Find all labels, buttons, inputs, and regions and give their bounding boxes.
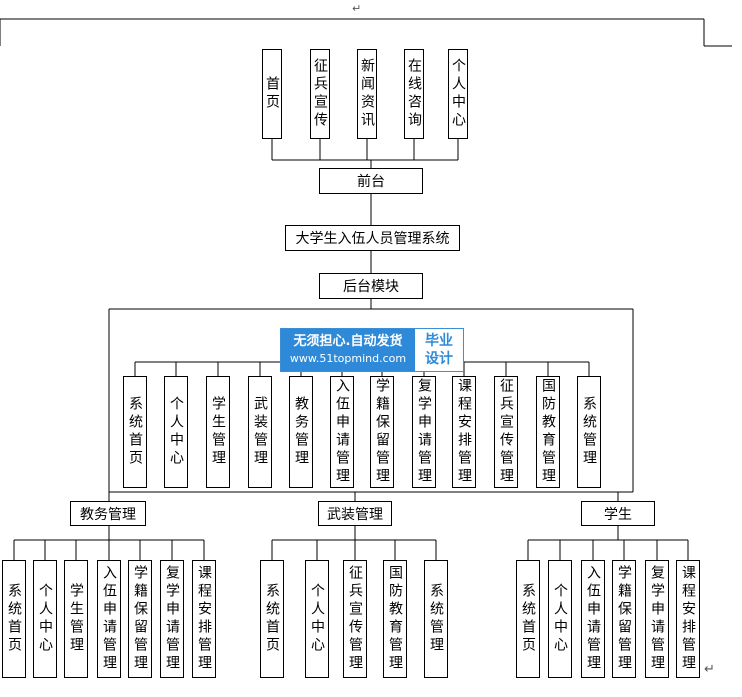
admin-module-box: 个人中心 xyxy=(164,376,188,488)
front-module-box: 征兵宣传 xyxy=(310,49,330,139)
role-module-box: 入伍申请管理 xyxy=(97,560,121,678)
front-module-box-label: 在线咨询 xyxy=(406,58,422,130)
role-module-box: 课程安排管理 xyxy=(192,560,216,678)
role-module-box: 国防教育管理 xyxy=(383,560,407,678)
admin-module-box: 入伍申请管理 xyxy=(330,376,354,488)
role-module-box-label: 课程安排管理 xyxy=(196,565,212,673)
front-module-box: 在线咨询 xyxy=(404,49,424,139)
role-module-box: 学籍保留管理 xyxy=(128,560,152,678)
backend-box-label: 后台模块 xyxy=(343,279,399,295)
watermark-text: 无须担心.自动发货 www.51topmind.com xyxy=(281,329,415,371)
role-module-box: 学生管理 xyxy=(64,560,88,678)
role-module-box: 系统首页 xyxy=(260,560,284,678)
admin-module-box-label: 征兵宣传管理 xyxy=(498,378,514,486)
watermark: 无须担心.自动发货 www.51topmind.com 毕业 设计 xyxy=(280,328,464,372)
front-box: 前台 xyxy=(319,168,423,194)
role-module-box-label: 个人中心 xyxy=(37,583,53,655)
role-module-box: 个人中心 xyxy=(33,560,57,678)
role-module-box-label: 系统首页 xyxy=(264,583,280,655)
front-module-box-label: 新闻资讯 xyxy=(359,58,375,130)
role-module-box: 系统管理 xyxy=(424,560,448,678)
role-module-box-label: 入伍申请管理 xyxy=(101,565,117,673)
role-module-box: 复学申请管理 xyxy=(160,560,184,678)
role-module-box-label: 个人中心 xyxy=(552,583,568,655)
role-module-box: 系统首页 xyxy=(2,560,26,678)
admin-module-box-label: 复学申请管理 xyxy=(416,378,432,486)
admin-module-box: 系统管理 xyxy=(577,376,601,488)
role-module-box-label: 系统管理 xyxy=(428,583,444,655)
admin-module-box-label: 教务管理 xyxy=(293,396,309,468)
admin-module-box-label: 系统首页 xyxy=(127,396,143,468)
admin-module-box-label: 学籍保留管理 xyxy=(374,378,390,486)
admin-module-box: 系统首页 xyxy=(123,376,147,488)
admin-module-box: 国防教育管理 xyxy=(536,376,560,488)
role-module-box: 复学申请管理 xyxy=(645,560,669,678)
role-module-box: 学籍保留管理 xyxy=(612,560,636,678)
paragraph-mark-top: ↵ xyxy=(352,2,362,15)
role-module-box-label: 入伍申请管理 xyxy=(585,565,601,673)
backend-box: 后台模块 xyxy=(319,273,423,299)
role-box: 教务管理 xyxy=(70,501,146,526)
role-module-box: 个人中心 xyxy=(548,560,572,678)
role-module-box-label: 复学申请管理 xyxy=(649,565,665,673)
watermark-badge-line1: 毕业 xyxy=(425,333,453,349)
admin-module-box: 征兵宣传管理 xyxy=(494,376,518,488)
role-module-box-label: 课程安排管理 xyxy=(680,565,696,673)
admin-module-box: 课程安排管理 xyxy=(452,376,476,488)
role-module-box-label: 系统首页 xyxy=(520,583,536,655)
role-box-label: 学生 xyxy=(604,506,632,523)
admin-module-box: 复学申请管理 xyxy=(412,376,436,488)
admin-module-box: 学籍保留管理 xyxy=(370,376,394,488)
front-module-box-label: 征兵宣传 xyxy=(312,58,328,130)
watermark-badge: 毕业 设计 xyxy=(415,329,463,371)
role-module-box-label: 学生管理 xyxy=(68,583,84,655)
role-module-box-label: 学籍保留管理 xyxy=(616,565,632,673)
admin-module-box: 教务管理 xyxy=(289,376,313,488)
admin-module-box: 学生管理 xyxy=(206,376,230,488)
front-module-box: 个人中心 xyxy=(448,49,468,139)
admin-module-box-label: 个人中心 xyxy=(168,396,184,468)
role-box: 学生 xyxy=(581,501,655,526)
system-box: 大学生入伍人员管理系统 xyxy=(285,225,460,251)
role-box: 武装管理 xyxy=(318,501,392,526)
role-box-label: 武装管理 xyxy=(327,506,383,523)
role-module-box: 入伍申请管理 xyxy=(581,560,605,678)
role-module-box-label: 国防教育管理 xyxy=(387,565,403,673)
admin-module-box: 武装管理 xyxy=(248,376,272,488)
role-module-box: 个人中心 xyxy=(305,560,329,678)
watermark-badge-line2: 设计 xyxy=(425,351,453,367)
admin-module-box-label: 系统管理 xyxy=(581,396,597,468)
admin-module-box-label: 学生管理 xyxy=(210,396,226,468)
system-box-label: 大学生入伍人员管理系统 xyxy=(295,231,450,247)
role-module-box: 征兵宣传管理 xyxy=(343,560,367,678)
role-box-label: 教务管理 xyxy=(80,506,136,523)
admin-module-box-label: 武装管理 xyxy=(252,396,268,468)
admin-module-box-label: 入伍申请管理 xyxy=(334,378,350,486)
role-module-box: 课程安排管理 xyxy=(676,560,700,678)
admin-module-box-label: 课程安排管理 xyxy=(456,378,472,486)
front-module-box: 首页 xyxy=(262,49,282,139)
watermark-line2: www.51topmind.com xyxy=(289,352,407,365)
role-module-box-label: 系统首页 xyxy=(6,583,22,655)
front-module-box-label: 个人中心 xyxy=(450,58,466,130)
paragraph-mark-bottom: ↵ xyxy=(704,662,715,677)
admin-module-box-label: 国防教育管理 xyxy=(540,378,556,486)
front-box-label: 前台 xyxy=(357,174,385,190)
role-module-box-label: 个人中心 xyxy=(309,583,325,655)
watermark-line1: 无须担心.自动发货 xyxy=(293,334,403,349)
front-module-box-label: 首页 xyxy=(264,76,280,112)
role-module-box-label: 复学申请管理 xyxy=(164,565,180,673)
front-module-box: 新闻资讯 xyxy=(357,49,377,139)
role-module-box: 系统首页 xyxy=(516,560,540,678)
role-module-box-label: 学籍保留管理 xyxy=(132,565,148,673)
role-module-box-label: 征兵宣传管理 xyxy=(347,565,363,673)
